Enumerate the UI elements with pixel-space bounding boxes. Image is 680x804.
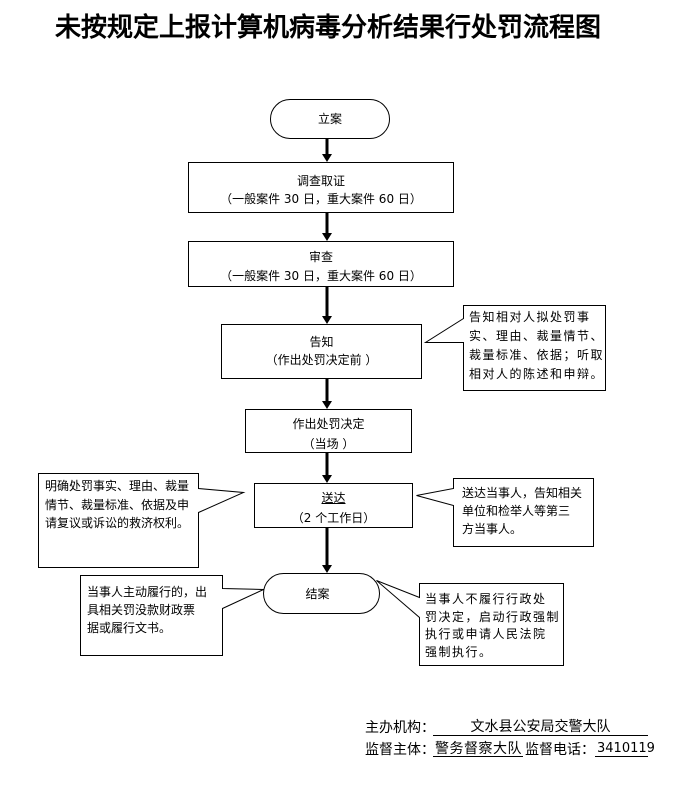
arrowhead-icon	[322, 565, 332, 573]
callout-line: 裁量标准、依据；听取	[469, 348, 605, 362]
callout-shape-end-left	[80, 575, 264, 656]
callout-line: 告知相对人拟处罚事	[469, 310, 591, 324]
callout-line: 执行或申请人民法院	[425, 627, 547, 641]
callout-end-right: 当事人不履行行政处 罚决定，启动行政强制 执行或申请人民法院 强制执行。	[425, 591, 560, 661]
step-note: （一般案件 30 日，重大案件 60 日）	[220, 269, 422, 283]
callout-line: 当事人主动履行的，出	[87, 585, 208, 599]
start-node-label: 立案	[317, 112, 342, 126]
phone-label: 监督电话：	[525, 742, 595, 758]
step-box-notify: 告知 （作出处罚决定前 ）	[221, 324, 422, 379]
arrowhead-icon	[322, 316, 332, 324]
supervisor-value: 警务督察大队	[433, 741, 523, 757]
phone-value: 3410119	[595, 741, 655, 757]
step-title: 作出处罚决定	[292, 417, 365, 431]
callout-notify: 告知相对人拟处罚事 实、理由、裁量情节、 裁量标准、依据；听取 相对人的陈述和申…	[469, 308, 604, 384]
callout-line: 明确处罚事实、理由、裁量	[45, 479, 190, 493]
callout-line: 据或履行文书。	[87, 621, 172, 635]
callout-shape-end-right	[376, 580, 564, 666]
step-note: （一般案件 30 日，重大案件 60 日）	[220, 192, 422, 206]
callout-shape-deliver-right	[416, 478, 594, 547]
arrowhead-icon	[322, 401, 332, 409]
end-node: 结案	[263, 573, 380, 614]
step-title: 告知	[309, 335, 334, 349]
callout-line: 情节、裁量标准、依据及申	[45, 497, 190, 512]
step-box-deliver: 送达 （2 个工作日）	[254, 483, 413, 528]
callout-end-left: 当事人主动履行的，出 具相关罚没款财政票 据或履行文书。	[87, 583, 207, 637]
callout-line: 具相关罚没款财政票	[87, 603, 196, 617]
callout-line: 强制执行。	[425, 644, 493, 659]
organizer-label: 主办机构：	[365, 720, 435, 736]
callout-line: 罚决定，启动行政强制	[425, 609, 561, 624]
step-box-decision: 作出处罚决定 （当场 ）	[245, 409, 412, 453]
callout-line: 送达当事人，告知相关	[462, 486, 583, 500]
callout-deliver-right: 送达当事人，告知相关 单位和检举人等第三 方当事人。	[462, 484, 582, 538]
start-node: 立案	[270, 99, 390, 139]
callout-line: 方当事人。	[462, 522, 523, 536]
end-node-label: 结案	[305, 587, 330, 601]
callout-deliver-left: 明确处罚事实、理由、裁量 情节、裁量标准、依据及申 请复议或诉讼的救济权利。	[45, 477, 189, 533]
step-title: 送达	[321, 491, 346, 505]
callout-line: 单位和检举人等第三	[462, 504, 571, 518]
step-box-review: 审查 （一般案件 30 日，重大案件 60 日）	[188, 241, 454, 287]
step-title: 审查	[308, 250, 333, 264]
step-title-wrap: 送达	[255, 490, 412, 506]
callout-line: 请复议或诉讼的救济权利。	[45, 516, 190, 530]
arrowhead-icon	[322, 233, 332, 241]
arrowhead-icon	[322, 475, 332, 483]
callout-line: 当事人不履行行政处	[425, 592, 547, 606]
callout-shape-deliver-left	[38, 473, 246, 568]
supervisor-label: 监督主体：	[365, 742, 435, 758]
step-title: 调查取证	[296, 174, 345, 188]
callout-line: 实、理由、裁量情节、	[469, 329, 605, 343]
step-note: （当场 ）	[302, 437, 355, 451]
callout-line: 相对人的陈述和申辩。	[469, 367, 605, 381]
organizer-value: 文水县公安局交警大队	[433, 719, 648, 736]
page-title: 未按规定上报计算机病毒分析结果行处罚流程图	[55, 13, 602, 43]
step-box-investigate: 调查取证 （一般案件 30 日，重大案件 60 日）	[188, 162, 454, 213]
arrowhead-icon	[322, 154, 332, 162]
step-note: （2 个工作日）	[291, 511, 376, 525]
step-note: （作出处罚决定前 ）	[265, 353, 378, 367]
callout-shape-notify	[423, 305, 606, 391]
